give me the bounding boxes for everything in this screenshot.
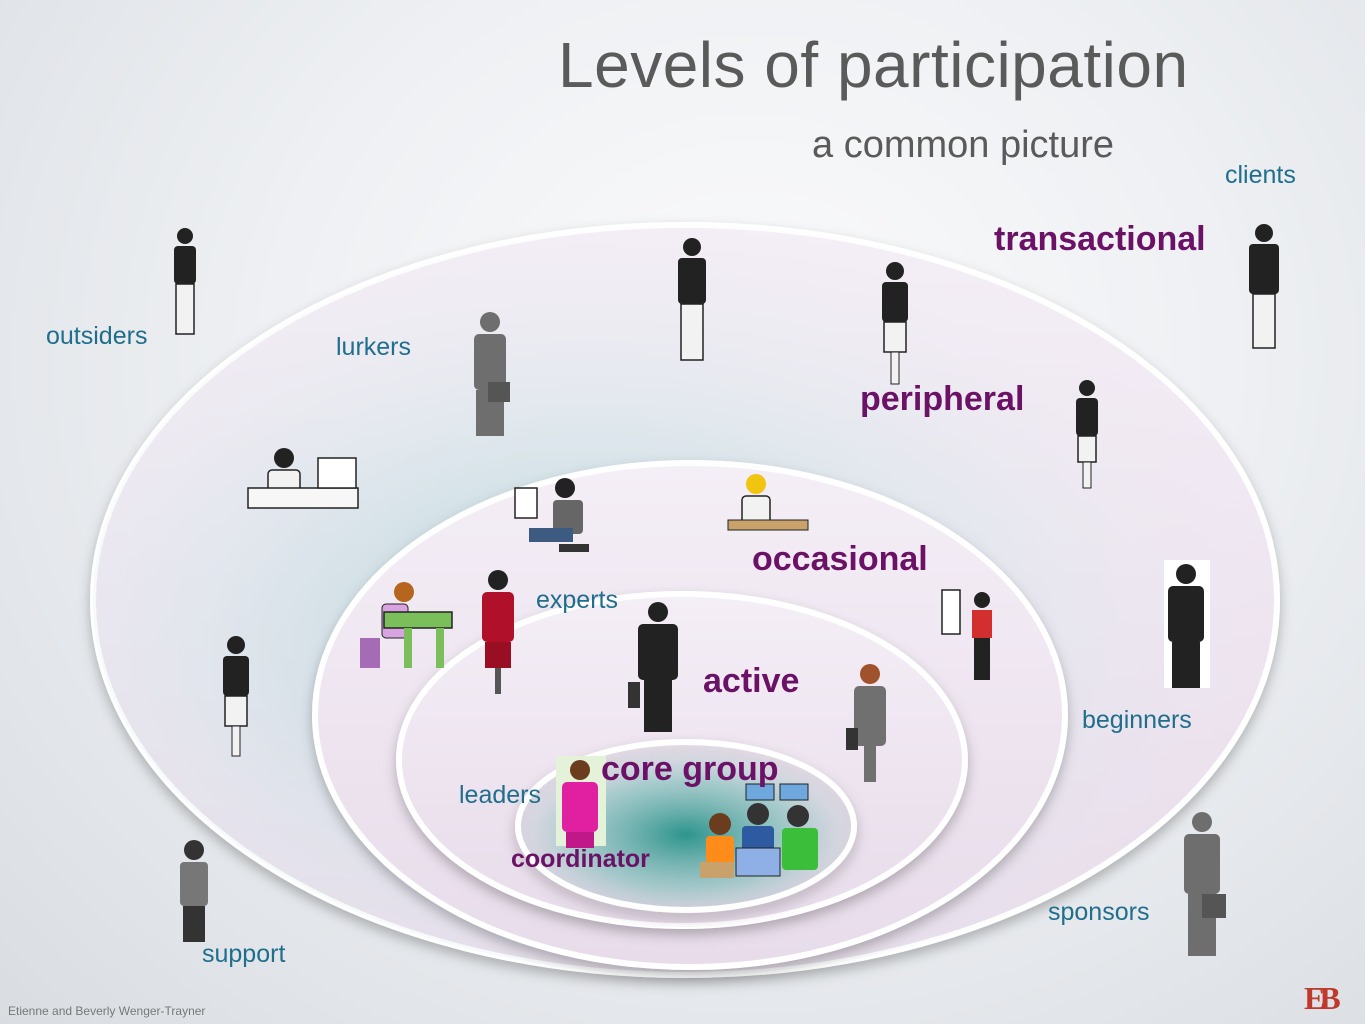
eb-logo: EB: [1304, 980, 1341, 1016]
computer-user-icon: [247, 448, 359, 509]
level-transactional: transactional: [994, 220, 1206, 258]
level-occasional: occasional: [752, 540, 928, 578]
person-icon: [846, 664, 886, 782]
level-coordinator: coordinator: [511, 845, 650, 873]
drafting-person-icon: [360, 582, 453, 668]
person-icon: [628, 602, 678, 732]
person-icon: [223, 636, 249, 757]
credit-text: Etienne and Beverly Wenger-Trayner: [8, 1004, 206, 1018]
person-icon: [474, 312, 510, 436]
worker-icon: [727, 474, 809, 531]
person-icon: [556, 756, 606, 848]
person-icon: [174, 228, 196, 335]
person-icon: [882, 262, 908, 385]
level-active: active: [703, 662, 800, 700]
group-computer-icon: [700, 783, 818, 878]
computer-user-icon: [514, 478, 589, 552]
presenter-icon: [941, 589, 992, 680]
role-leaders: leaders: [459, 781, 541, 809]
role-support: support: [202, 940, 286, 968]
person-icon: [1184, 812, 1226, 956]
person-icon: [180, 840, 208, 942]
level-core-group: core group: [601, 750, 779, 788]
role-experts: experts: [536, 586, 618, 614]
person-icon: [482, 570, 514, 694]
page-title: Levels of participation: [558, 29, 1189, 101]
person-icon: [1249, 224, 1279, 349]
person-icon: [678, 238, 706, 361]
person-figures: [174, 224, 1279, 956]
person-icon: [1164, 560, 1210, 688]
role-clients: clients: [1225, 161, 1296, 189]
level-peripheral: peripheral: [860, 380, 1025, 418]
page-subtitle: a common picture: [812, 124, 1115, 166]
role-outsiders: outsiders: [46, 322, 148, 350]
role-lurkers: lurkers: [336, 333, 412, 361]
role-beginners: beginners: [1082, 706, 1192, 734]
role-sponsors: sponsors: [1048, 898, 1150, 926]
person-icon: [1076, 380, 1098, 489]
